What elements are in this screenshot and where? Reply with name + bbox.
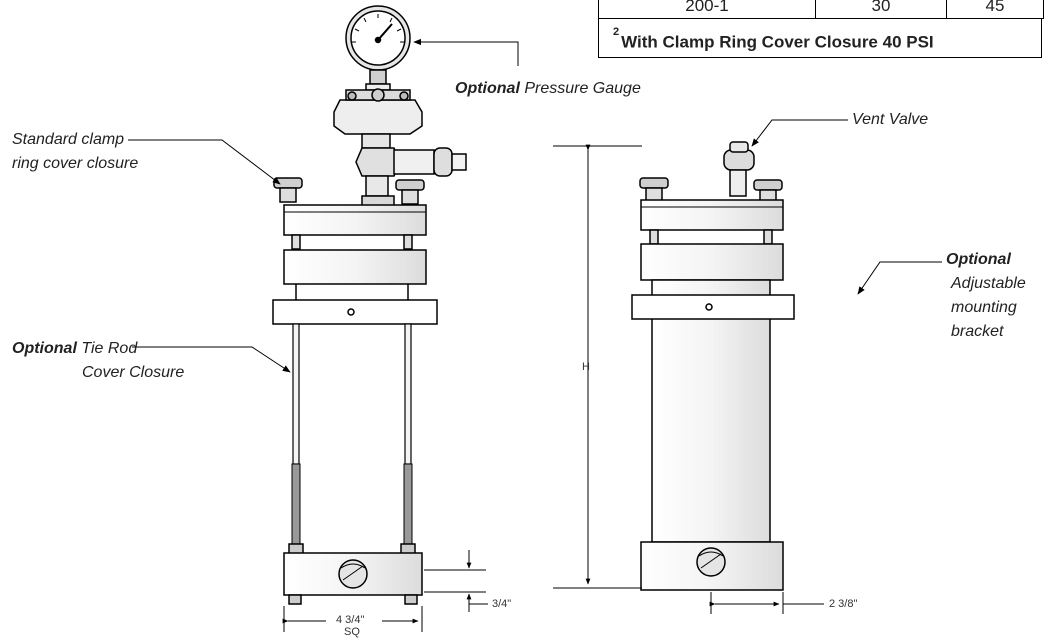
dimension-square-line2: SQ [344, 626, 360, 638]
footnote-text: With Clamp Ring Cover Closure 40 PSI [621, 32, 934, 52]
pressure-gauge [345, 5, 411, 91]
leader-lines [128, 38, 942, 373]
dimension-port-offset: 3/4" [492, 598, 512, 610]
label-vent-valve: Vent Valve [852, 111, 929, 128]
footnote-mark: 2 [613, 26, 620, 38]
label-bracket-line2: Adjustable [951, 275, 1026, 292]
label-pressure-gauge: Optional Pressure Gauge [455, 80, 641, 97]
dimension-square-line1: 4 3/4" [336, 614, 365, 626]
label-bracket-line4: bracket [951, 323, 1004, 340]
label-bracket-line1: Optional [946, 251, 1011, 268]
table-cell-value-1: 30 [871, 0, 891, 15]
dimension-port-center: 2 3/8" [829, 598, 858, 610]
table-footnote: 2With Clamp Ring Cover Closure 40 PSI [598, 18, 1042, 58]
label-tie-rod-line2: Cover Closure [82, 364, 185, 381]
left-housing [272, 5, 467, 605]
table-cell-model: 200-1 [685, 0, 729, 15]
label-standard-clamp-line2: ring cover closure [12, 155, 139, 172]
dimension-height: H [582, 361, 590, 373]
label-bracket-line3: mounting [951, 299, 1017, 316]
label-tie-rod-line1: Optional Tie Rod [12, 340, 138, 357]
table-cell-value-2: 45 [985, 0, 1005, 15]
right-housing [631, 141, 795, 591]
dimension-lines [282, 144, 824, 632]
label-standard-clamp-line1: Standard clamp [12, 131, 125, 148]
pressure-table: 200-1 30 45 2With Clamp Ring Cover Closu… [598, 0, 1044, 60]
table-row: 200-1 30 45 [598, 0, 1044, 19]
tie-rod-threads [291, 463, 413, 547]
